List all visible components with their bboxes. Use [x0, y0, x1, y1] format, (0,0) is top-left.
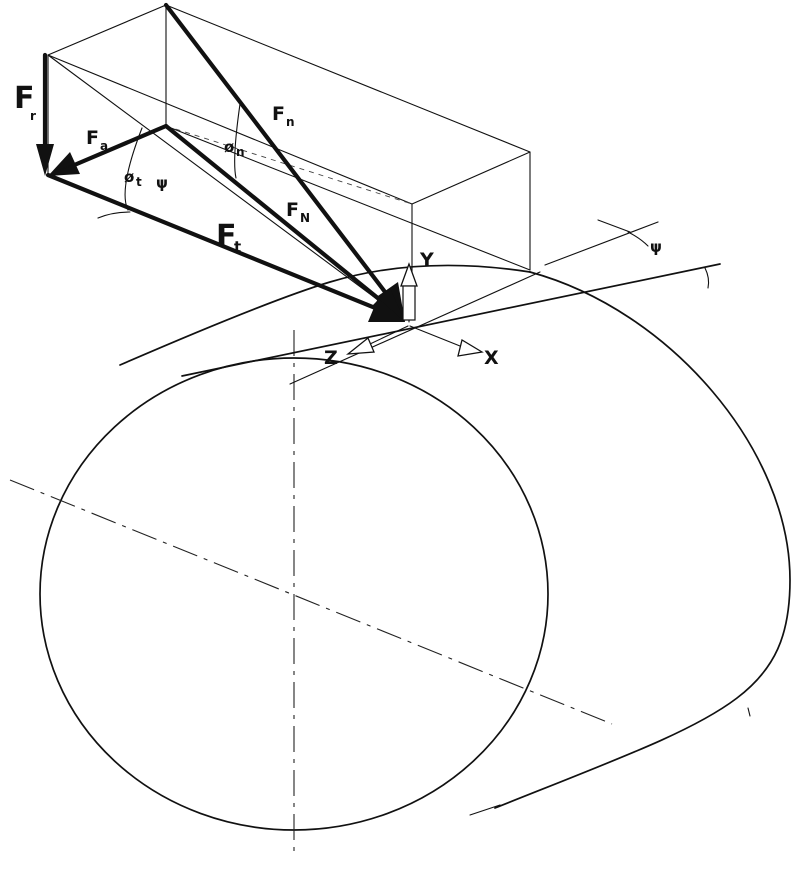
label-axis-z: Z	[324, 347, 338, 369]
ft-arrowhead	[368, 298, 405, 322]
helix-line	[181, 263, 721, 377]
label-ft: F	[216, 219, 237, 254]
coordinate-axes	[181, 262, 721, 377]
label-phi-t: ø	[124, 168, 134, 186]
label-psi-left: ψ	[156, 174, 168, 192]
ft-vector	[45, 172, 388, 315]
label-ft-sub: t	[234, 238, 241, 256]
psi-left-arc	[97, 211, 131, 219]
fa-arrowhead	[48, 152, 80, 176]
label-fN: F	[286, 199, 299, 221]
fr-arrowhead	[36, 144, 54, 176]
box-bottom-back-edge	[165, 125, 531, 271]
x-axis-line	[409, 325, 461, 347]
label-fr: F	[14, 81, 35, 116]
label-fn-sub: n	[286, 115, 295, 129]
tooth-line-tick	[747, 707, 751, 717]
z-axis-line	[369, 325, 409, 345]
cylinder-bottom-edge	[469, 804, 501, 816]
label-fn: F	[272, 103, 285, 125]
z-axis-arrow	[345, 336, 375, 355]
label-fr-sub: r	[30, 109, 36, 123]
psi-right-arc-2	[704, 267, 710, 289]
phi-n-arc	[234, 103, 241, 179]
label-phi-t-sub: t	[136, 175, 142, 189]
box-diagonal-back	[165, 125, 413, 205]
box-inner-top-edge	[47, 54, 406, 321]
label-fa: F	[86, 127, 99, 149]
label-fa-sub: a	[100, 139, 108, 153]
label-psi-right: ψ	[650, 238, 662, 256]
cylinder-back-face	[494, 271, 791, 809]
label-axis-x: X	[484, 347, 499, 369]
force-construction-box	[47, 4, 531, 321]
label-phi-n: ø	[224, 138, 234, 156]
fN-vector	[163, 123, 393, 311]
y-axis-shaft	[402, 285, 416, 321]
label-phi-n-sub: n	[236, 145, 245, 159]
force-vectors	[36, 2, 405, 322]
label-fN-sub: N	[300, 211, 310, 225]
psi-dim-line	[597, 219, 631, 233]
cylinder-top-silhouette	[119, 264, 531, 366]
angle-marks	[97, 103, 710, 289]
x-axis-arrow	[457, 338, 484, 357]
psi-right-arc	[627, 231, 649, 247]
gear-cylinder	[9, 264, 791, 858]
phi-t-arc	[124, 127, 143, 211]
diagram-labels: F r F a F n F N F t ø t ø n ψ ψ X Y Z	[14, 81, 662, 369]
label-axis-y: Y	[419, 249, 434, 271]
ft-helper-line	[47, 125, 167, 176]
center-axis-line	[9, 479, 613, 725]
fn-vector	[163, 2, 398, 308]
fN-arrowhead	[372, 288, 405, 322]
psi-right-guide	[544, 221, 659, 266]
